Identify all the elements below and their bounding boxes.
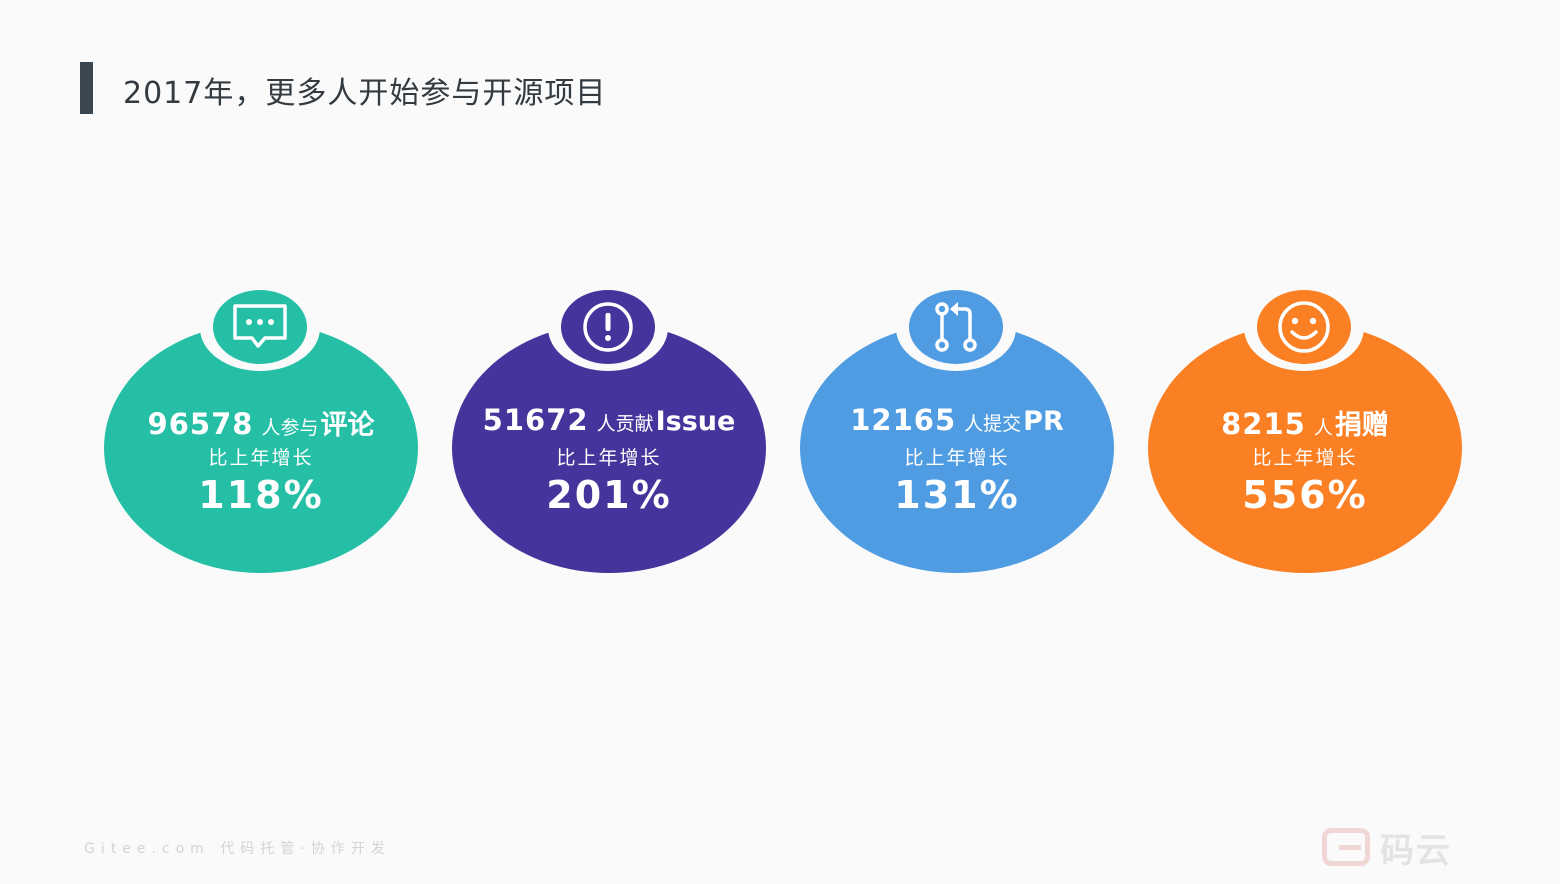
page-title: 2017年，更多人开始参与开源项目 xyxy=(123,76,607,111)
stat-unit: 人 xyxy=(1313,417,1333,439)
title-accent-bar xyxy=(80,62,93,114)
stat-subtitle: 比上年增长 xyxy=(904,447,1010,469)
stat-subtitle: 比上年增长 xyxy=(1252,447,1358,469)
stat-card-comments: 96578 人参与评论 比上年增长 118% xyxy=(104,285,420,577)
comment-icon xyxy=(233,304,287,348)
logo-text: 码云 xyxy=(1380,830,1452,871)
badge xyxy=(561,290,655,364)
badge xyxy=(213,290,307,364)
stat-subtitle: 比上年增长 xyxy=(208,447,314,469)
stat-headline: 8215 人捐赠 xyxy=(1148,403,1462,442)
stat-number: 8215 xyxy=(1221,407,1306,441)
alert-icon xyxy=(583,302,633,352)
pull-request-icon xyxy=(935,302,977,352)
gitee-logo-icon xyxy=(1322,828,1370,866)
badge xyxy=(909,290,1003,364)
stat-number: 12165 xyxy=(850,403,957,437)
stat-percent: 556% xyxy=(1242,473,1368,517)
stat-percent: 118% xyxy=(198,473,324,517)
stat-noun: 捐赠 xyxy=(1334,410,1389,441)
stat-noun: Issue xyxy=(655,406,736,437)
smile-icon xyxy=(1278,301,1330,353)
stat-card-pull-requests: 12165 人提交PR 比上年增长 131% xyxy=(800,285,1116,577)
stat-percent: 201% xyxy=(546,473,672,517)
stat-headline: 12165 人提交PR xyxy=(800,403,1114,437)
stat-noun: PR xyxy=(1023,406,1064,437)
gitee-logo: 码云 xyxy=(1322,826,1452,871)
stat-card-issues: 51672 人贡献Issue 比上年增长 201% xyxy=(452,285,768,577)
stat-percent: 131% xyxy=(894,473,1020,517)
stat-unit: 人参与 xyxy=(261,417,319,439)
badge xyxy=(1257,290,1351,364)
stat-headline: 96578 人参与评论 xyxy=(104,403,418,442)
stat-card-donations: 8215 人捐赠 比上年增长 556% xyxy=(1148,285,1464,577)
stat-subtitle: 比上年增长 xyxy=(556,447,662,469)
stat-unit: 人提交 xyxy=(964,413,1022,435)
stat-unit: 人贡献 xyxy=(596,413,654,435)
stat-number: 96578 xyxy=(147,407,254,441)
stat-headline: 51672 人贡献Issue xyxy=(452,403,766,437)
footer-tagline: Gitee.com 代码托管·协作开发 xyxy=(84,841,391,857)
stat-number: 51672 xyxy=(482,403,589,437)
stat-noun: 评论 xyxy=(320,410,375,441)
